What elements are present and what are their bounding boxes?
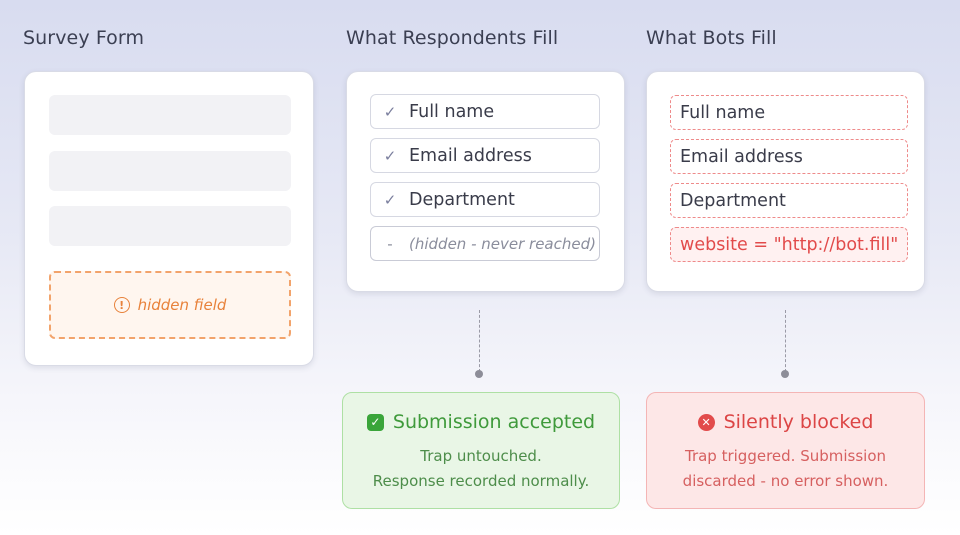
survey-form-card: ! hidden field	[24, 71, 314, 366]
respondent-field-department: ✓ Department	[370, 182, 600, 217]
connector-dot-accepted	[475, 370, 483, 378]
dash-marker: -	[387, 234, 393, 253]
accepted-result-box: ✓ Submission accepted Trap untouched. Re…	[342, 392, 620, 509]
hidden-row-text: (hidden - never reached)	[409, 234, 596, 253]
bots-card: Full name Email address Department websi…	[646, 71, 925, 292]
check-icon: ✓	[383, 190, 397, 209]
respondent-hidden-field: - (hidden - never reached)	[370, 226, 600, 261]
bot-trap-field: website = "http://bot.fill"	[670, 227, 908, 262]
accepted-line-2: Response recorded normally.	[372, 472, 590, 490]
blocked-result-box: ✕ Silently blocked Trap triggered. Submi…	[646, 392, 925, 509]
check-icon: ✓	[383, 146, 397, 165]
bots-heading: What Bots Fill	[646, 27, 777, 49]
connector-line-accepted	[479, 310, 480, 372]
hidden-honeypot-field: ! hidden field	[49, 271, 291, 339]
field-label: Email address	[409, 145, 532, 166]
bot-field-full-name: Full name	[670, 95, 908, 130]
x-circle-icon: ✕	[697, 413, 715, 431]
bot-field-department: Department	[670, 183, 908, 218]
placeholder-field	[49, 206, 291, 246]
field-label: Full name	[409, 101, 495, 122]
blocked-line-1: Trap triggered. Submission	[684, 447, 887, 465]
blocked-title: Silently blocked	[723, 411, 874, 433]
check-square-icon: ✓	[366, 413, 384, 431]
hidden-field-label: hidden field	[137, 296, 227, 314]
accepted-title: Submission accepted	[392, 411, 596, 433]
connector-line-blocked	[785, 310, 786, 372]
placeholder-field	[49, 95, 291, 135]
placeholder-field	[49, 151, 291, 191]
check-icon: ✓	[383, 102, 397, 121]
respondents-heading: What Respondents Fill	[346, 27, 559, 49]
warning-circle-icon: !	[113, 297, 130, 313]
survey-form-heading: Survey Form	[23, 27, 145, 49]
respondent-field-full-name: ✓ Full name	[370, 94, 600, 129]
connector-dot-blocked	[781, 370, 789, 378]
respondent-field-email: ✓ Email address	[370, 138, 600, 173]
bot-field-email: Email address	[670, 139, 908, 174]
respondents-card: ✓ Full name ✓ Email address ✓ Department…	[346, 71, 625, 292]
blocked-line-2: discarded - no error shown.	[682, 472, 889, 490]
accepted-line-1: Trap untouched.	[420, 447, 542, 465]
field-label: Department	[409, 189, 515, 210]
